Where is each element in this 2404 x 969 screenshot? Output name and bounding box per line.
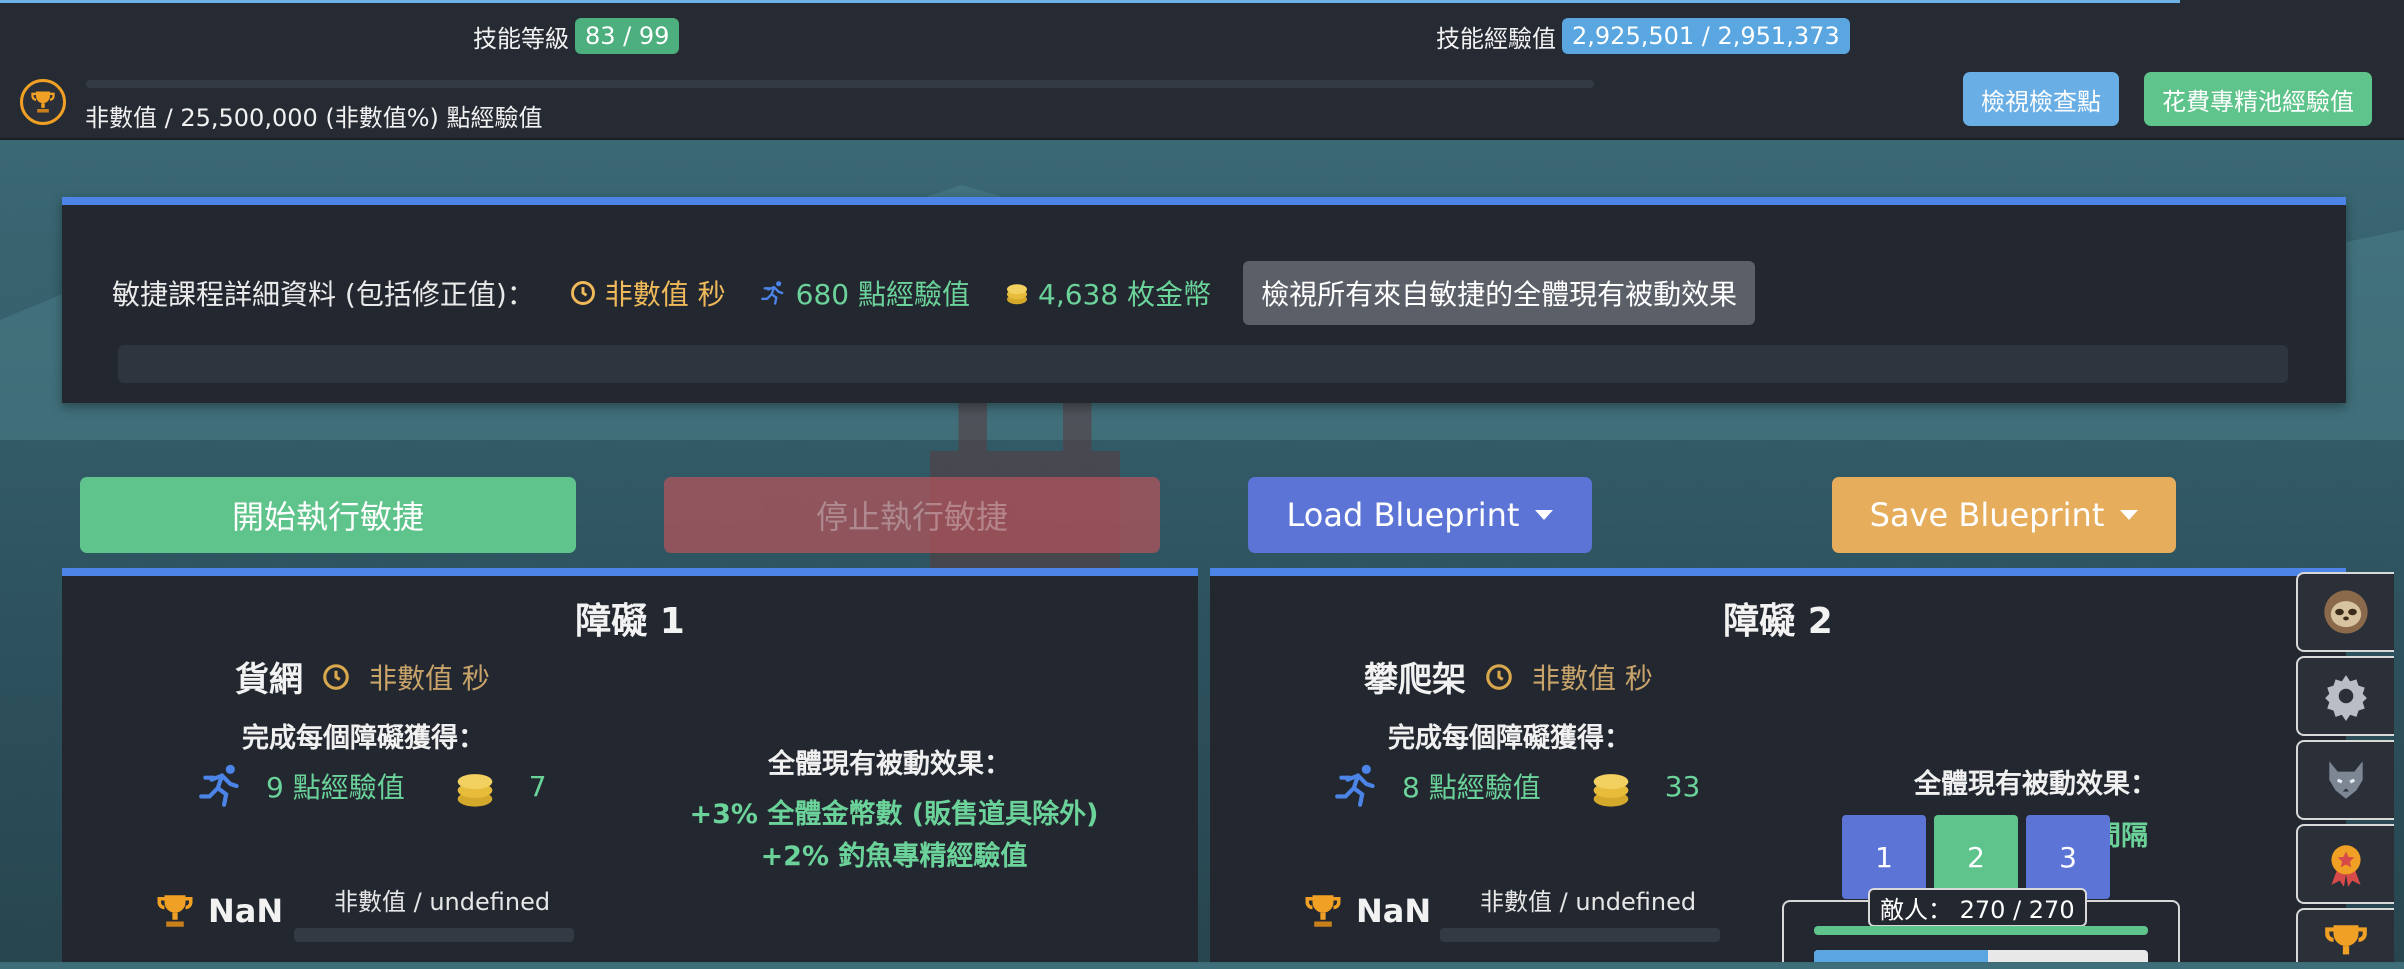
obstacle-2-header: 攀爬架 非數值 秒	[1364, 652, 1653, 701]
mastery-trophy-icon	[20, 79, 66, 125]
combat-tab-1[interactable]: 1	[1842, 815, 1926, 899]
course-details-row: 敏捷課程詳細資料 (包括修正值)： 非數值 秒 680 點經驗值 4,638 枚…	[112, 261, 1756, 325]
running-icon	[760, 281, 783, 305]
clock-icon	[570, 281, 595, 305]
gear-icon[interactable]	[2296, 656, 2394, 736]
obstacle-1-name: 貨網	[235, 660, 303, 700]
save-blueprint-button[interactable]: Save Blueprint	[1832, 477, 2176, 553]
obstacle-2-passive-heading: 全體現有被動效果：	[1914, 769, 2157, 800]
clock-icon	[323, 663, 349, 690]
skill-xp-label: 技能經驗值	[1436, 24, 1556, 53]
coins-icon	[1593, 774, 1629, 807]
mastery-pool-text: 非數值 / 25,500,000 (非數值%) 點經驗值	[85, 104, 543, 132]
coins-icon	[457, 774, 493, 807]
save-blueprint-label: Save Blueprint	[1869, 496, 2105, 534]
obstacle-1-passive-2: +2% 釣魚專精經驗值	[760, 841, 1028, 872]
course-details-panel: 敏捷課程詳細資料 (包括修正值)： 非數值 秒 680 點經驗值 4,638 枚…	[62, 197, 2346, 403]
trophy-icon	[157, 895, 193, 927]
enemy-hp-fill	[1814, 926, 2148, 935]
course-progress-bar	[118, 345, 2288, 383]
spend-mastery-pool-button[interactable]: 花費專精池經驗值	[2144, 72, 2372, 126]
course-time-text: 非數值 秒	[604, 278, 726, 311]
obstacle-1-passive-1: +3% 全體金幣數 (販售道具除外)	[689, 799, 1099, 830]
combat-tabs: 1 2 3	[1842, 815, 2110, 899]
obstacle-2-mastery-bar	[1440, 928, 1720, 942]
course-xp: 680 點經驗值	[758, 273, 970, 313]
combat-tab-3[interactable]: 3	[2026, 815, 2110, 899]
obstacle-1-passive-heading: 全體現有被動效果：	[768, 749, 1011, 780]
stop-agility-button[interactable]: 停止執行敏捷	[664, 477, 1160, 553]
load-blueprint-button[interactable]: Load Blueprint	[1248, 477, 1592, 553]
start-agility-button[interactable]: 開始執行敏捷	[80, 477, 576, 553]
obstacle-1-mastery-bar	[294, 928, 574, 942]
view-all-passives-button[interactable]: 檢視所有來自敏捷的全體現有被動效果	[1243, 261, 1756, 325]
obstacle-1-xp: 9 點經驗值	[266, 771, 405, 804]
obstacle-2-reward-heading: 完成每個障礙獲得：	[1388, 723, 1631, 754]
obstacle-1-header: 貨網 非數值 秒	[235, 652, 490, 701]
header-progress-line	[0, 0, 2180, 3]
obstacle-card-2[interactable]	[1210, 568, 2346, 962]
obstacle-2-rewards: 8 點經驗值 33	[1332, 760, 1700, 812]
skill-level-badge: 83 / 99	[575, 18, 680, 54]
load-blueprint-label: Load Blueprint	[1286, 496, 1520, 534]
wolf-icon[interactable]	[2296, 740, 2394, 820]
obstacle-2-name: 攀爬架	[1364, 660, 1466, 700]
obstacle-2-mastery-level: NaN	[1356, 892, 1432, 930]
skill-level-label: 技能等級	[473, 24, 569, 53]
obstacle-2-gp: 33	[1664, 769, 1701, 803]
course-details-label: 敏捷課程詳細資料 (包括修正值)：	[112, 278, 535, 311]
enemy-hp-label: 敵人： 270 / 270	[1868, 888, 2087, 927]
obstacle-card-1[interactable]	[62, 568, 1198, 962]
obstacle-1-gp: 7	[528, 769, 547, 803]
obstacle-1-title: 障礙 1	[575, 601, 685, 642]
trophy-icon[interactable]	[2296, 908, 2394, 962]
trophy-icon	[1305, 895, 1341, 927]
sloth-icon[interactable]	[2296, 572, 2394, 652]
course-gp: 4,638 枚金幣	[1002, 273, 1211, 313]
medal-icon[interactable]	[2296, 824, 2394, 904]
obstacle-2-xp: 8 點經驗值	[1402, 771, 1541, 804]
obstacle-1-time: 非數值 秒	[369, 661, 490, 695]
obstacle-2-mastery-text: 非數值 / undefined	[1480, 888, 1697, 916]
running-icon	[1335, 764, 1375, 807]
caret-down-icon	[1535, 510, 1554, 520]
coins-icon	[1007, 284, 1028, 305]
course-time: 非數值 秒	[569, 273, 726, 313]
clock-icon	[1486, 663, 1512, 690]
view-checkpoints-button[interactable]: 檢視檢查點	[1963, 72, 2119, 126]
obstacle-1-mastery: NaN	[154, 890, 283, 932]
skill-level: 技能等級 83 / 99	[473, 18, 680, 54]
enemy-hp-bar	[1814, 926, 2148, 935]
enemy-attack-fill	[1814, 950, 1988, 962]
obstacle-2-title: 障礙 2	[1723, 601, 1833, 642]
caret-down-icon	[2120, 510, 2139, 520]
obstacle-2-time: 非數值 秒	[1532, 661, 1653, 695]
combat-tab-2[interactable]: 2	[1934, 815, 2018, 899]
obstacle-1-mastery-level: NaN	[208, 892, 284, 930]
enemy-attack-bar	[1814, 950, 2148, 962]
course-xp-text: 680 點經驗值	[795, 278, 971, 311]
skill-header	[0, 0, 2404, 140]
mastery-pool-bar	[86, 80, 1594, 88]
obstacle-1-mastery-text: 非數值 / undefined	[334, 888, 551, 916]
obstacle-1-rewards: 9 點經驗值 7	[196, 760, 547, 812]
skill-xp-badge: 2,925,501 / 2,951,373	[1562, 18, 1850, 54]
obstacle-2-mastery: NaN	[1302, 890, 1431, 932]
running-icon	[199, 764, 239, 807]
obstacle-1-reward-heading: 完成每個障礙獲得：	[242, 723, 485, 754]
skill-xp: 技能經驗值 2,925,501 / 2,951,373	[1436, 18, 1850, 54]
course-gp-text: 4,638 枚金幣	[1038, 278, 1212, 311]
